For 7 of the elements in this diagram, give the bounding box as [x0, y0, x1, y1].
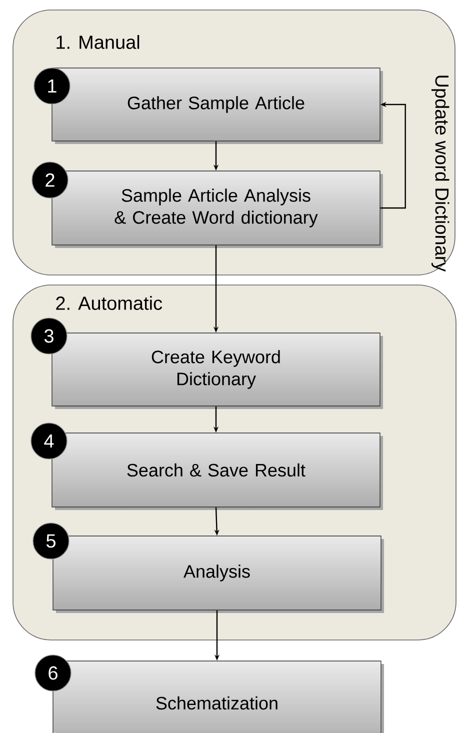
group-title: 1. Manual	[56, 35, 140, 49]
step-number: 1	[34, 68, 70, 104]
step-number: 3	[30, 318, 68, 354]
edge-label: Update word Dictionary	[432, 76, 450, 272]
step-number: 6	[34, 654, 72, 692]
step-number: 4	[30, 422, 68, 460]
group-title: 2. Automatic	[56, 296, 162, 310]
